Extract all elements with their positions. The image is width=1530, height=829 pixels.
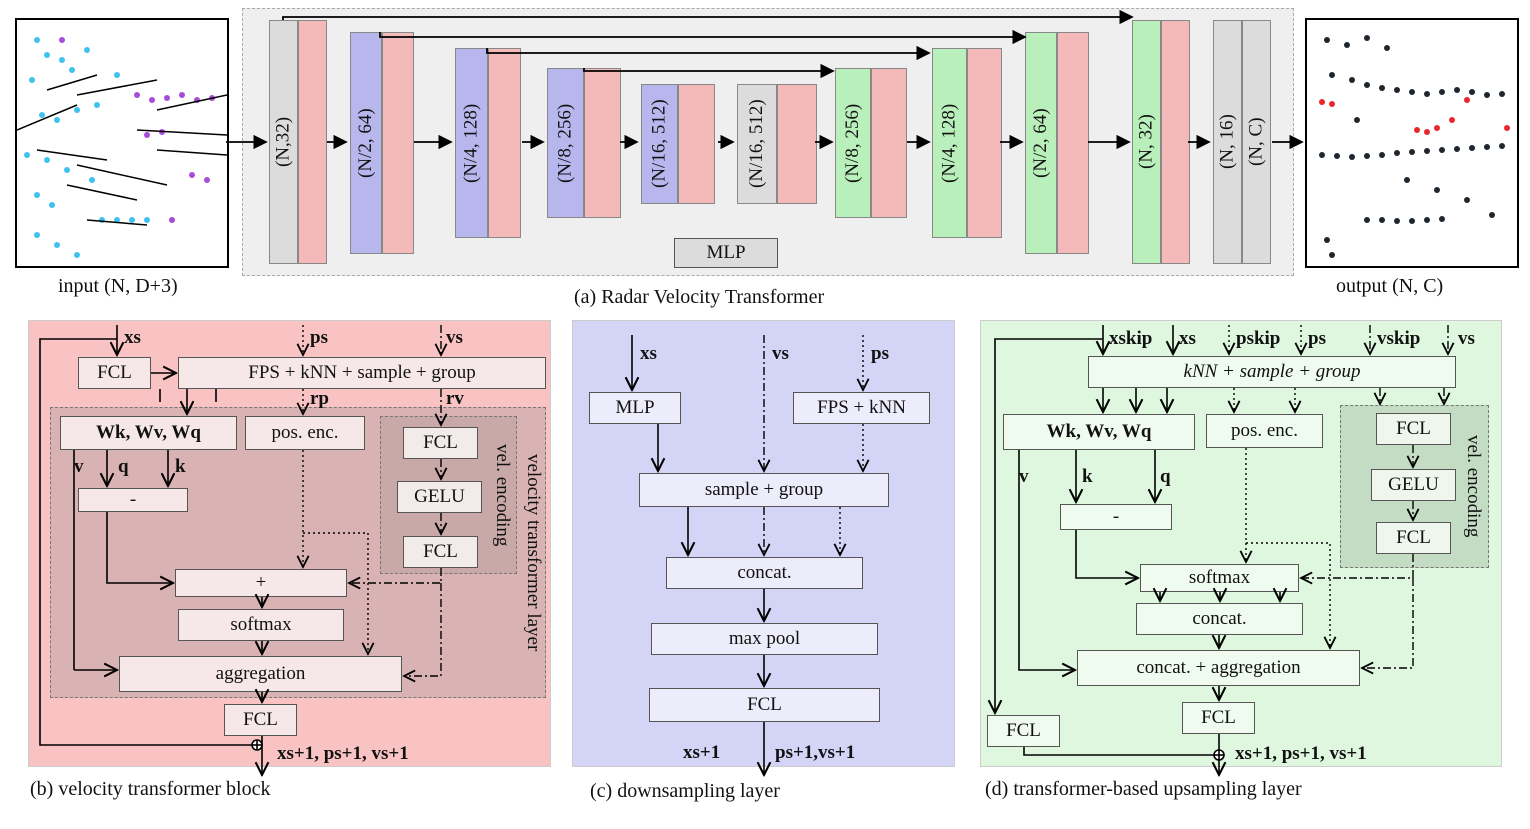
q-label-b: q — [118, 456, 129, 477]
knn-box-d: kNN + sample + group — [1088, 356, 1456, 388]
input-label: input (N, D+3) — [58, 275, 178, 297]
enc-block-1-attention — [382, 32, 414, 254]
enc-fcl2-b: FCL — [403, 536, 478, 568]
enc-block-2-attention — [488, 48, 521, 238]
mlp-box-c: MLP — [589, 392, 681, 424]
caption-b: (b) velocity transformer block — [30, 778, 271, 800]
v-label-b: v — [74, 456, 84, 477]
caption-c: (c) downsampling layer — [590, 780, 780, 802]
mlp-box: MLP — [674, 238, 778, 268]
input-pskip-d: pskip — [1236, 328, 1281, 349]
outputs-b: xs+1, ps+1, vs+1 — [277, 743, 409, 764]
fcl-box-c: FCL — [649, 688, 880, 722]
panel-b-dashdot — [349, 325, 441, 676]
fcl-out-d: FCL — [1182, 702, 1255, 734]
output-pointcloud-svg — [1319, 35, 1510, 258]
out-x-c: xs+1 — [683, 742, 721, 763]
weights-box-d: Wk, Wv, Wq — [1003, 414, 1195, 450]
dec-block-2-attention — [967, 48, 1002, 238]
input-ps-d: ps — [1308, 328, 1326, 349]
enc-gelu-b: GELU — [397, 481, 482, 513]
input-xs-d: xs — [1179, 328, 1196, 349]
input-xs-c: xs — [640, 343, 657, 364]
k-label-b: k — [175, 456, 186, 477]
input-ps-b: ps — [310, 327, 328, 348]
enc-block-4-attention — [678, 84, 715, 204]
output-pointcloud-image — [1305, 18, 1519, 268]
minus-box-d: - — [1060, 504, 1172, 530]
softmax-box-b: softmax — [178, 609, 344, 641]
concat-agg-box-d: concat. + aggregation — [1077, 650, 1360, 686]
fps-knn-box-b: FPS + kNN + sample + group — [178, 357, 546, 389]
input-xs-b: xs — [124, 327, 141, 348]
weights-box-b: Wk, Wv, Wq — [60, 416, 237, 450]
minus-box-b: - — [78, 488, 188, 512]
panel-d-dashdot — [1301, 325, 1448, 668]
caption-d: (d) transformer-based upsampling layer — [985, 778, 1302, 800]
input-ps-c: ps — [871, 343, 889, 364]
panel-b-arrows — [39, 325, 262, 775]
v-label-d: v — [1019, 466, 1029, 487]
fps-knn-box-c: FPS + kNN — [793, 392, 930, 424]
enc-fcl1-d: FCL — [1376, 413, 1451, 445]
dec-block-3-attention — [1057, 32, 1089, 254]
out-pv-c: ps+1,vs+1 — [775, 742, 856, 763]
fcl-left-d: FCL — [987, 715, 1060, 747]
panel-b-dotted — [303, 325, 368, 654]
input-xskip-d: xskip — [1109, 328, 1153, 349]
fcl-in-b: FCL — [78, 357, 151, 389]
outputs-d: xs+1, ps+1, vs+1 — [1235, 743, 1367, 764]
concat-box-c: concat. — [666, 557, 863, 589]
maxpool-box-c: max pool — [651, 623, 878, 655]
input-vskip-d: vskip — [1377, 328, 1421, 349]
panel-c-arrows — [632, 335, 764, 775]
enc-fcl1-b: FCL — [403, 427, 478, 459]
vel-encoding-label-d: vel. encoding — [1463, 434, 1484, 538]
panel-d-arrows — [995, 325, 1280, 775]
enc-block-3-attention — [584, 68, 621, 218]
dec-block-0-attention — [777, 84, 817, 204]
rp-label: rp — [310, 388, 329, 409]
output-label: output (N, C) — [1336, 275, 1444, 297]
enc-gelu-d: GELU — [1371, 469, 1456, 501]
panel-d-dotted — [1229, 325, 1330, 648]
input-pointcloud-svg — [17, 37, 227, 258]
concat-box-d: concat. — [1136, 603, 1303, 635]
pos-enc-box-b: pos. enc. — [245, 416, 365, 450]
input-vs-b: vs — [446, 327, 463, 348]
layer-label-b: velocity transformer layer — [523, 453, 544, 652]
dec-block-1-attention — [871, 68, 907, 218]
fcl-out-b: FCL — [224, 704, 297, 736]
input-vs-d: vs — [1458, 328, 1475, 349]
rv-label: rv — [446, 388, 464, 409]
dec-block-4-attention — [1161, 20, 1190, 264]
vel-encoding-label-b: vel. encoding — [492, 443, 513, 547]
q-label-d: q — [1160, 466, 1171, 487]
input-vs-c: vs — [772, 343, 789, 364]
k-label-d: k — [1082, 466, 1093, 487]
arch-arrows — [226, 9, 1304, 150]
caption-a: (a) Radar Velocity Transformer — [574, 286, 825, 308]
enc-fcl2-d: FCL — [1376, 522, 1451, 554]
pos-enc-box-d: pos. enc. — [1206, 414, 1323, 448]
input-pointcloud-image — [15, 18, 229, 268]
sample-group-box-c: sample + group — [639, 473, 889, 507]
panel-c-dotted — [840, 335, 863, 555]
enc-block-0-attention — [298, 20, 327, 264]
